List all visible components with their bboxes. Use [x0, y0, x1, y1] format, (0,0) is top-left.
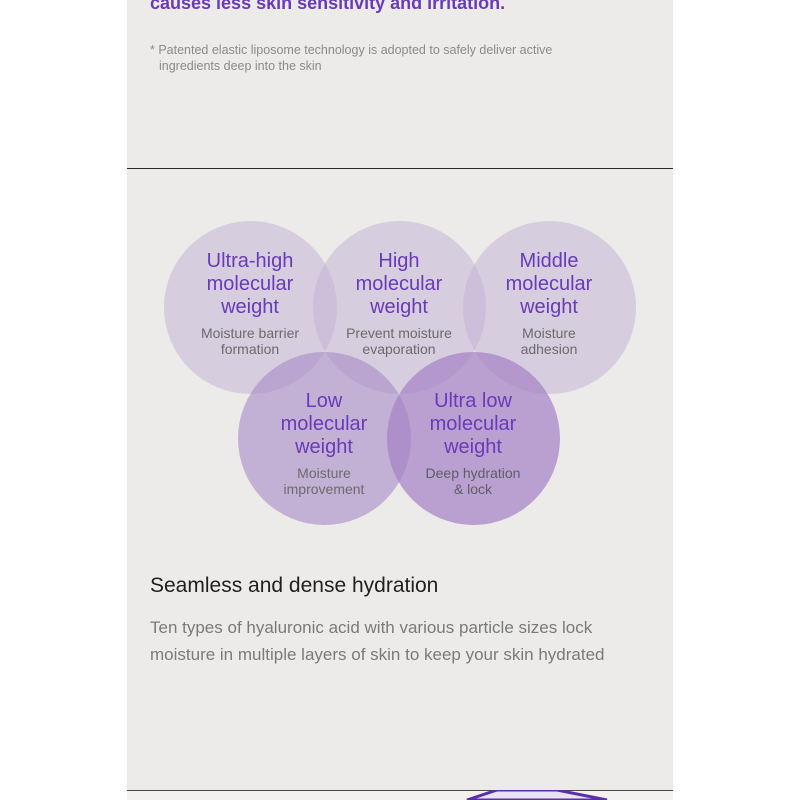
venn-title-line: Ultra-high — [206, 250, 294, 272]
venn-circle-ultra-low — [387, 352, 560, 525]
molecular-weight-venn: Ultra-high molecular weight Moisture bar… — [127, 0, 673, 800]
venn-label-ultra-high: Ultra-high molecular weight Moisture bar… — [165, 250, 335, 357]
venn-label-middle: Middle molecular weight Moisture adhesio… — [464, 250, 634, 357]
venn-title-line: molecular — [355, 273, 443, 295]
venn-title-line: molecular — [429, 413, 517, 435]
next-section-preview — [127, 791, 673, 800]
venn-title-line: weight — [370, 296, 428, 318]
section-body: Ten types of hyaluronic acid with variou… — [150, 618, 605, 664]
venn-label-high: High molecular weight Prevent moisture e… — [314, 250, 484, 357]
venn-title-line: High — [378, 250, 420, 272]
section-title: Seamless and dense hydration — [150, 574, 439, 597]
venn-circle-low — [238, 352, 411, 525]
venn-title-line: Middle — [519, 250, 579, 272]
venn-subtitle-line: adhesion — [520, 341, 578, 357]
venn-subtitle-line: & lock — [453, 481, 493, 497]
venn-subtitle-line: Moisture — [522, 325, 576, 341]
product-detail-panel: causes less skin sensitivity and irritat… — [127, 0, 673, 800]
venn-subtitle-line: Moisture — [297, 465, 351, 481]
venn-label-low: Low molecular weight Moisture improvemen… — [239, 390, 409, 497]
venn-subtitle-line: Deep hydration — [425, 465, 521, 481]
venn-subtitle-line: evaporation — [362, 341, 436, 357]
section-divider — [127, 168, 673, 169]
venn-title-line: Low — [305, 390, 343, 412]
venn-title-line: Ultra low — [434, 390, 512, 412]
section-divider — [127, 790, 673, 791]
venn-subtitle-line: Prevent moisture — [346, 325, 452, 341]
venn-subtitle-line: Moisture barrier — [200, 325, 300, 341]
venn-title-line: weight — [444, 436, 502, 458]
venn-title-line: molecular — [206, 273, 294, 295]
venn-label-ultra-low: Ultra low molecular weight Deep hydratio… — [388, 390, 558, 497]
intro-footnote: * Patented elastic liposome technology i… — [150, 43, 553, 73]
venn-subtitle-line: improvement — [283, 481, 365, 497]
venn-title-line: molecular — [505, 273, 593, 295]
venn-title-line: weight — [221, 296, 279, 318]
product-box-outline-graphic — [466, 790, 608, 800]
venn-title-line: weight — [295, 436, 353, 458]
venn-title-line: weight — [520, 296, 578, 318]
intro-headline: causes less skin sensitivity and irritat… — [150, 0, 506, 13]
venn-title-line: molecular — [280, 413, 368, 435]
venn-subtitle-line: formation — [220, 341, 280, 357]
